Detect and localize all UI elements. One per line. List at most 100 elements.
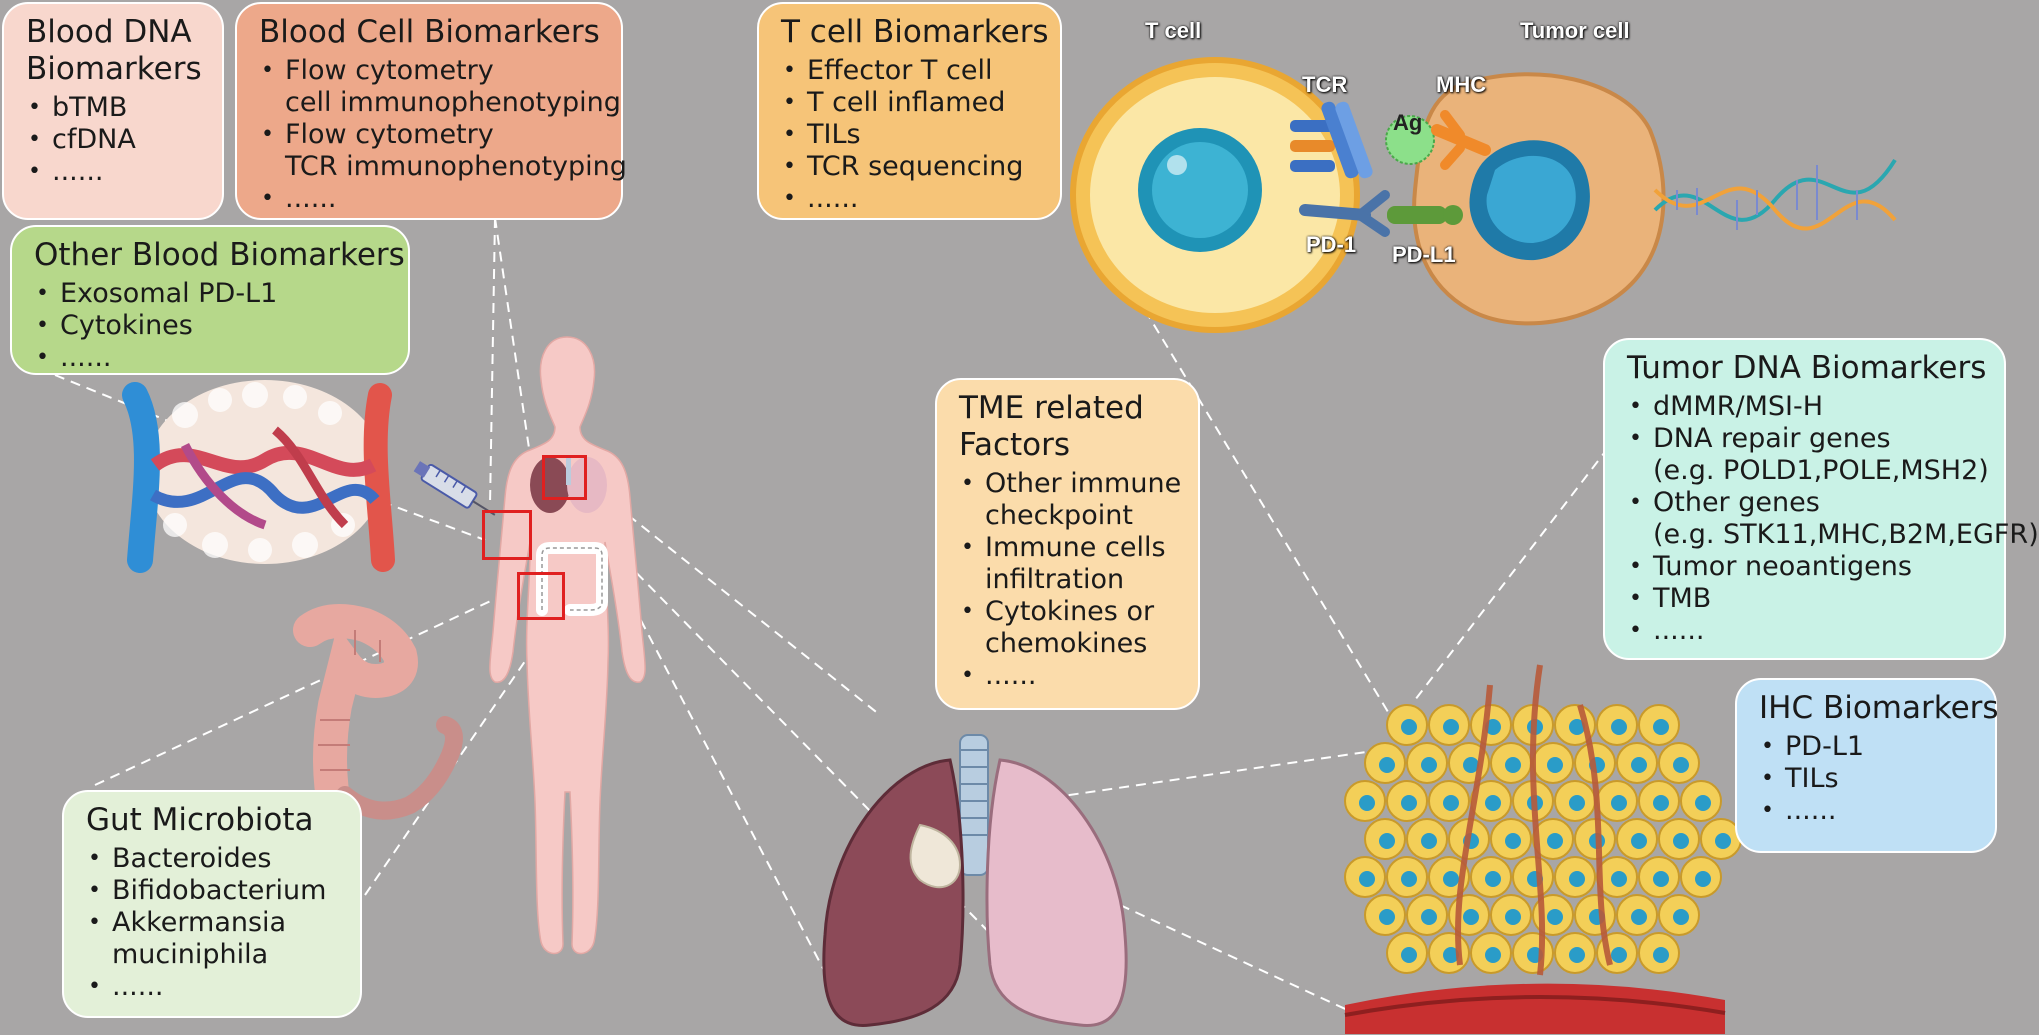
biomarker-item: ...... [1627,615,1990,647]
tumor-cell-nucleus [1673,757,1689,773]
tumor-cell-nucleus [1695,871,1711,887]
biomarker-item-line: ...... [985,660,1037,691]
dna-helix-icon [1653,158,1897,231]
biomarker-item-line: TCR immunophenotyping [285,151,627,182]
biomarker-item-line: ...... [285,183,337,214]
biomarker-item: ...... [26,156,208,188]
biomarker-list: PD-L1TILs...... [1759,731,1981,827]
tumor-cell-nucleus [1653,871,1669,887]
biomarker-item-line: ...... [1653,615,1705,646]
biomarker-item-line: Effector T cell [807,55,993,86]
biomarker-item: ...... [781,183,1046,215]
pdl1-ligand-icon [1387,205,1463,225]
biomarker-item: bTMB [26,92,208,124]
tumor-cell-nucleus [1401,719,1417,735]
tumor-dna-title: Tumor DNA Biomarkers [1627,350,1990,387]
biomarker-item: Effector T cell [781,55,1046,87]
biomarker-item-line: TCR sequencing [807,151,1024,182]
antigen-icon [1385,115,1435,165]
biomarker-item: dMMR/MSI-H [1627,391,1990,423]
tumor-cell-nucleus [1569,947,1585,963]
title-line: Other Blood Biomarkers [34,237,405,273]
biomarker-item-line: Cytokines [60,310,193,341]
gut-microbiota-box: Gut MicrobiotaBacteroidesBifidobacterium… [62,790,362,1018]
biomarker-item-line: bTMB [52,92,128,123]
biomarker-item: Other genes(e.g. STK11,MHC,B2M,EGFR) [1627,487,2039,551]
biomarker-item: PD-L1 [1759,731,1981,763]
tumor-cell-nucleus [1485,719,1501,735]
biomarker-item: ...... [86,971,346,1003]
biomarker-item-line: dMMR/MSI-H [1653,391,1824,422]
tumor-cell-nucleus [1673,909,1689,925]
tumor-cell-nucleus [1505,833,1521,849]
tumor-cell-nucleus [1695,795,1711,811]
tumor-cell-nucleus [1421,757,1437,773]
biomarker-item: TCR sequencing [781,151,1046,183]
biomarker-item: ...... [959,660,1184,692]
tumor-cell-nucleus [1463,909,1479,925]
biomarker-item-line: Immune cells [985,532,1166,563]
tumor-cell-nucleus [1485,947,1501,963]
biomarker-item-line: Bacteroides [112,843,272,874]
biomarker-item: Bifidobacterium [86,875,346,907]
title-line: Biomarkers [26,51,202,87]
biomarker-item-line: checkpoint [985,500,1133,531]
title-line: Factors [959,427,1071,463]
tumor-cell-nucleus [1421,833,1437,849]
biomarker-item-line: T cell inflamed [807,87,1006,118]
tcr-label: TCR [1302,72,1348,97]
biomarker-item: ...... [259,183,607,215]
pd1-receptor-icon [1299,190,1390,237]
biomarker-item: T cell inflamed [781,87,1046,119]
title-line: Gut Microbiota [86,802,314,838]
ihc-title: IHC Biomarkers [1759,690,1999,727]
biomarker-list: dMMR/MSI-HDNA repair genes(e.g. POLD1,PO… [1627,391,2039,647]
biomarker-item-line: TMB [1653,583,1712,614]
mhc-label: MHC [1436,72,1487,97]
tcr-receptor-icon [1290,101,1373,179]
tumor-cell-nucleus [1359,795,1375,811]
tumor-cell-nucleus [1673,833,1689,849]
tumor-cell-nucleus [1653,795,1669,811]
other-blood-biomarkers-box: Other Blood BiomarkersExosomal PD-L1Cyto… [10,225,410,375]
tumor-cell-nucleus [1485,795,1501,811]
biomarker-item-line: muciniphila [112,939,269,970]
biomarker-list: Exosomal PD-L1Cytokines...... [34,278,394,374]
blood-highlight-square [482,510,532,560]
tumor-cell-nucleus [1379,757,1395,773]
biomarker-item-line: ...... [52,156,104,187]
tumor-cell-nucleus [1379,833,1395,849]
tumor-cell-nucleus [1379,909,1395,925]
biomarker-item-line: Other genes [1653,487,1820,518]
biomarker-item: Exosomal PD-L1 [34,278,394,310]
biomarker-item-line: PD-L1 [1785,731,1865,762]
tumor-cell-nucleus [1569,871,1585,887]
gut-highlight-square [517,572,565,620]
antigen-label: Ag [1393,110,1423,135]
tumor-cell-nucleus [1653,719,1669,735]
biomarker-item-line: Flow cytometry [285,119,494,150]
biomarker-item-line: Exosomal PD-L1 [60,278,278,309]
tumor-cell-nucleus [1547,909,1563,925]
blood-dna-biomarkers-box: Blood DNABiomarkersbTMBcfDNA...... [2,2,224,220]
biomarker-item-line: (e.g. STK11,MHC,B2M,EGFR) [1653,519,2039,550]
tumor-cell-nucleus [1611,719,1627,735]
biomarker-item-line: TILs [807,119,861,150]
blood-cell-title: Blood Cell Biomarkers [259,14,607,51]
biomarker-item-line: cfDNA [52,124,136,155]
tumor-cell-nucleus [1631,833,1647,849]
biomarker-list: bTMBcfDNA...... [26,92,208,188]
colon-icon [536,542,608,616]
other-blood-title: Other Blood Biomarkers [34,237,405,274]
blood-vessel-icon [122,380,395,573]
tumor-cell-nucleus [1569,719,1585,735]
tumor-cell-nucleus [1611,947,1627,963]
biomarker-item: Tumor neoantigens [1627,551,1990,583]
tumor-cell-nucleus [1443,947,1459,963]
